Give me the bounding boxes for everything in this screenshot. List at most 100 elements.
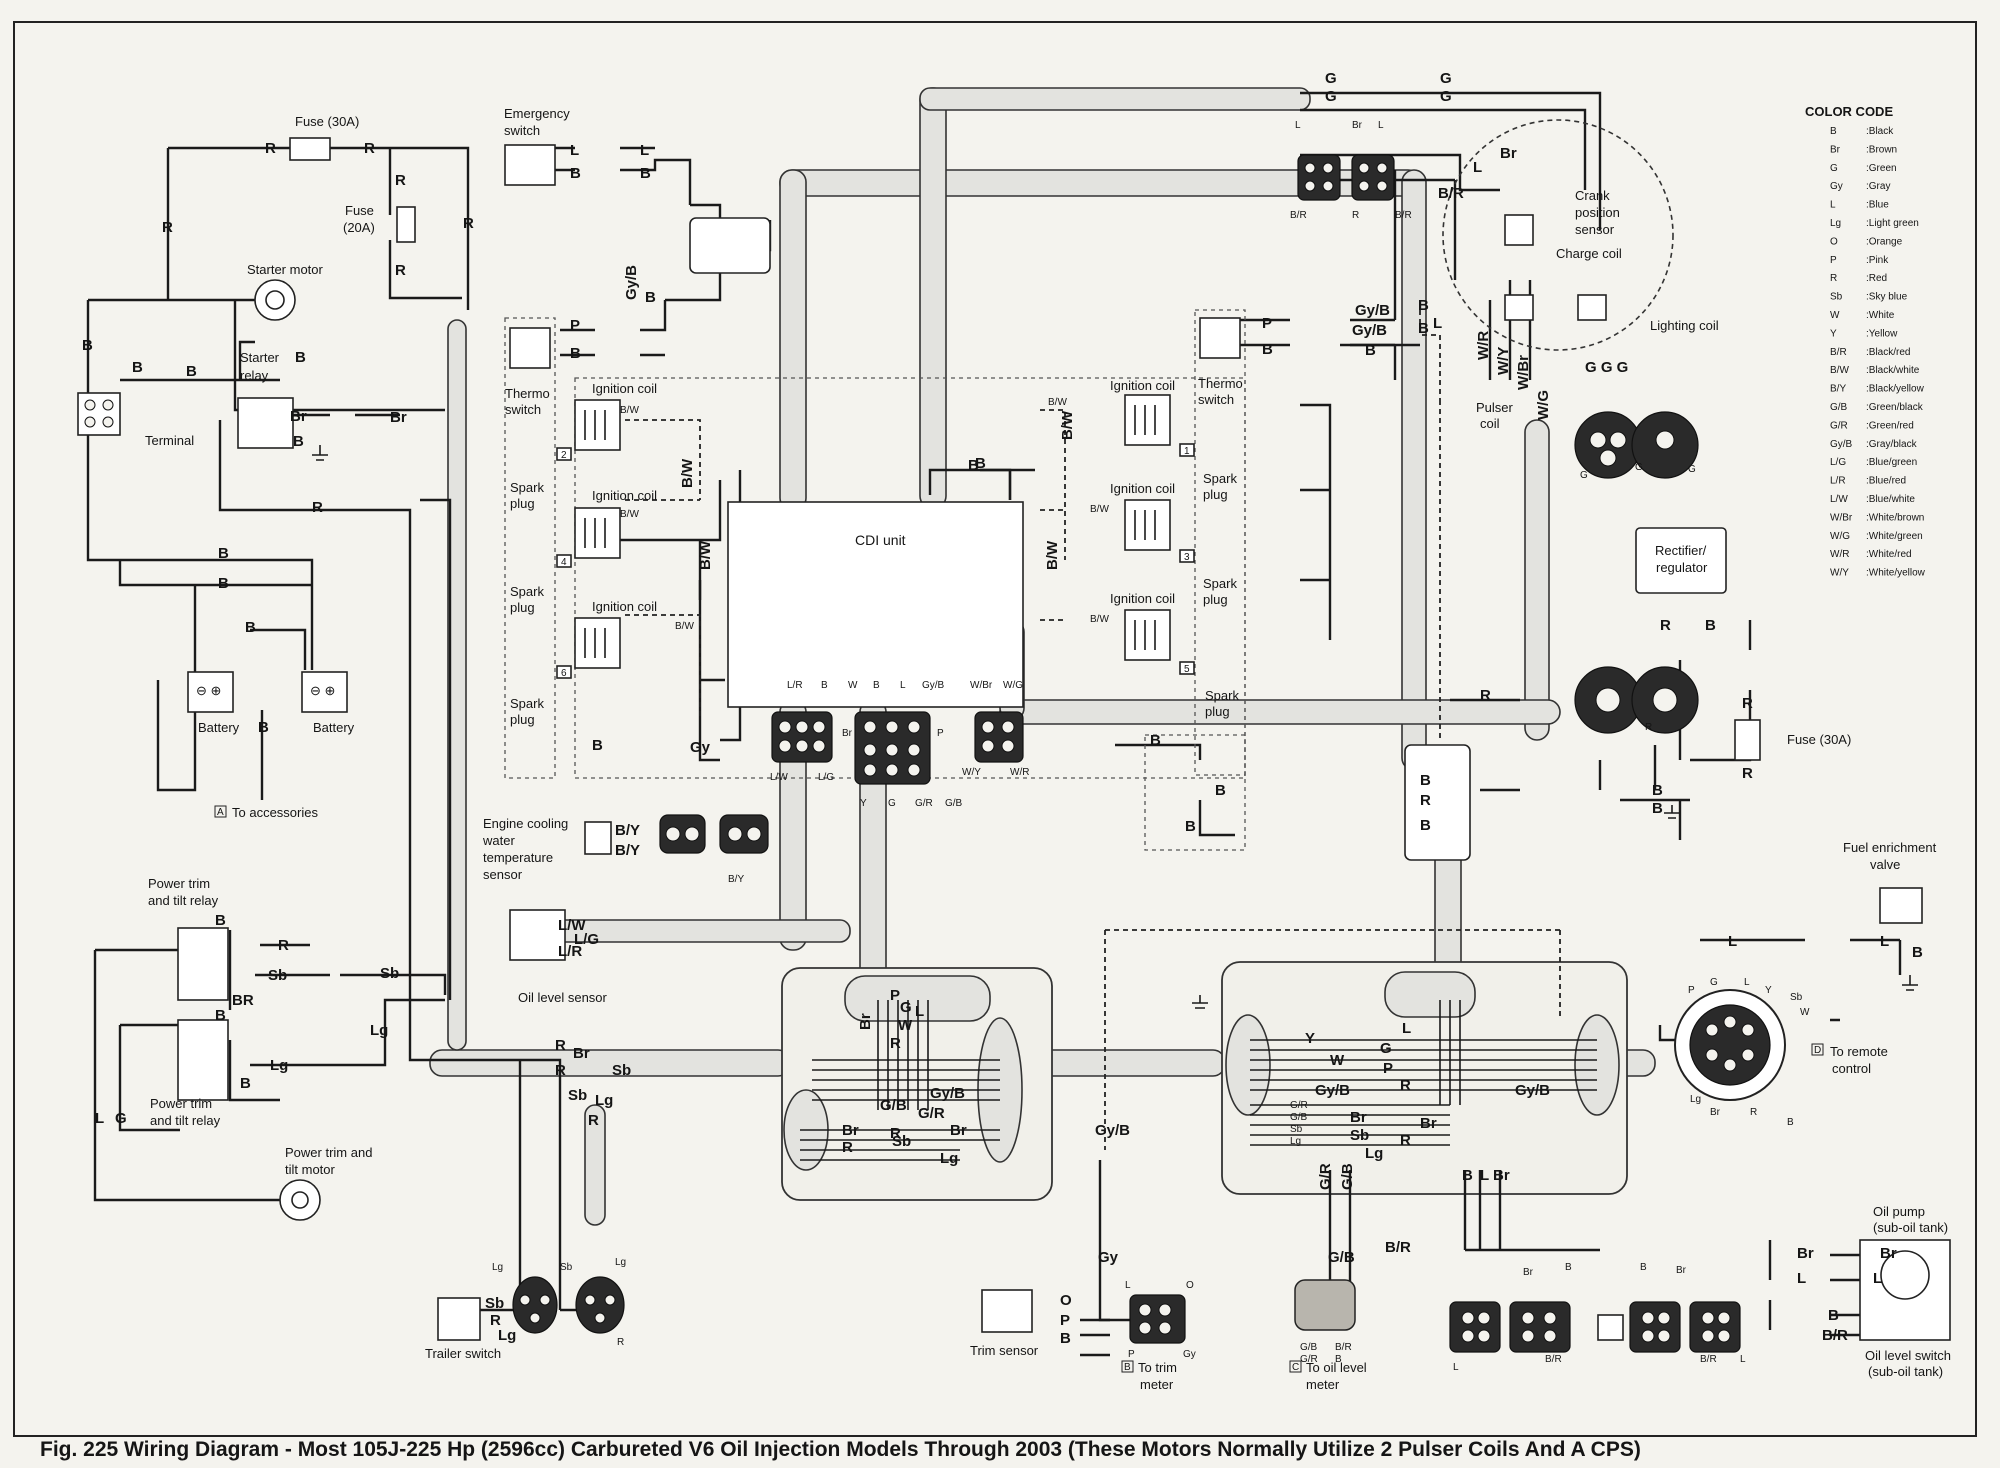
rectifier-label-2: regulator <box>1656 560 1708 575</box>
svg-text:B: B <box>1150 732 1161 749</box>
color-code-abbrev: L/R <box>1830 476 1846 487</box>
spark-plug-left-2b: plug <box>510 600 535 615</box>
thermo-switch-right-icon <box>1199 317 1241 359</box>
svg-text:B: B <box>1060 1330 1071 1347</box>
svg-text:Lg: Lg <box>1365 1145 1383 1162</box>
svg-text:G: G <box>1325 88 1337 105</box>
svg-text:W/Y: W/Y <box>1495 347 1512 375</box>
crank-connector-a <box>1297 154 1341 201</box>
oil-level-sensor-label: Oil level sensor <box>518 990 608 1005</box>
svg-text:Sb: Sb <box>268 967 287 984</box>
svg-text:B: B <box>1124 1362 1131 1373</box>
svg-text:Gy: Gy <box>1183 1349 1196 1360</box>
svg-text:B: B <box>1185 818 1196 835</box>
svg-text:B/W: B/W <box>1090 504 1109 515</box>
trim-meter-connector <box>1129 1294 1186 1344</box>
svg-text:G/R: G/R <box>918 1105 945 1122</box>
svg-text:Y: Y <box>1305 1030 1315 1047</box>
svg-text:R: R <box>842 1139 853 1156</box>
svg-text:R: R <box>555 1062 566 1079</box>
svg-text:L: L <box>1433 315 1442 332</box>
terminal-label: Terminal <box>145 433 194 448</box>
svg-text:R: R <box>1742 765 1753 782</box>
fuel-enrichment-label-1: Fuel enrichment <box>1843 840 1937 855</box>
battery-right-label: Battery <box>313 720 355 735</box>
diagram-frame <box>13 21 1977 1437</box>
svg-text:L/G: L/G <box>574 931 599 948</box>
svg-text:Br: Br <box>1352 120 1363 131</box>
svg-text:G/R: G/R <box>1300 1354 1318 1365</box>
svg-text:Gy/B: Gy/B <box>1352 322 1387 339</box>
lighting-connector-a <box>1574 411 1642 479</box>
ptt-relay-top-icon <box>177 927 229 1001</box>
svg-text:W: W <box>1330 1052 1345 1069</box>
svg-text:B: B <box>1335 1354 1342 1365</box>
spark-plug-right-3b: plug <box>1205 704 1230 719</box>
color-code-legend: COLOR CODE B:BlackBr:BrownG:GreenGy:Gray… <box>1805 104 1926 579</box>
svg-text:Gy/B: Gy/B <box>1355 302 1390 319</box>
color-code-name: :White/green <box>1866 531 1923 542</box>
color-code-name: :Light green <box>1866 218 1919 229</box>
color-code-abbrev: Br <box>1830 144 1841 155</box>
left-thermo-spark-region <box>504 317 556 779</box>
to-remote-label-2: control <box>1832 1061 1871 1076</box>
svg-text:L: L <box>1728 933 1737 950</box>
color-code-name: :Pink <box>1866 255 1889 266</box>
svg-text:Lg: Lg <box>1290 1136 1301 1147</box>
color-code-name: :Blue/green <box>1866 457 1917 468</box>
oil-level-switch-label-2: (sub-oil tank) <box>1868 1364 1943 1379</box>
svg-text:B: B <box>1420 772 1431 789</box>
trim-sensor-icon <box>981 1289 1033 1333</box>
svg-text:R: R <box>162 219 173 236</box>
svg-text:B/W: B/W <box>697 540 714 570</box>
svg-text:Br: Br <box>1500 145 1517 162</box>
spark-plug-left-1a: Spark <box>510 480 544 495</box>
junction-right-wires <box>1250 1000 1597 1146</box>
svg-text:P: P <box>1060 1312 1070 1329</box>
svg-text:Sb: Sb <box>380 965 399 982</box>
color-code-name: :White <box>1866 310 1895 321</box>
fuse-30a-left-label: Fuse (30A) <box>295 114 359 129</box>
ignition-coil-right-2: Ignition coil <box>1110 481 1175 496</box>
oil-connector-c <box>1629 1301 1681 1353</box>
spark-plug-right-2b: plug <box>1203 592 1228 607</box>
svg-text:W/R: W/R <box>1475 331 1492 360</box>
svg-text:B: B <box>1262 341 1273 358</box>
svg-text:R: R <box>1400 1077 1411 1094</box>
color-code-name: :Black/yellow <box>1866 384 1925 395</box>
svg-text:G: G <box>1688 464 1696 475</box>
color-code-abbrev: L/W <box>1830 494 1848 505</box>
svg-text:G: G <box>1440 88 1452 105</box>
fuel-enrichment-label-2: valve <box>1870 857 1900 872</box>
emergency-switch-label-2: switch <box>504 123 540 138</box>
svg-text:L Br: L Br <box>1480 1167 1510 1184</box>
svg-text:P: P <box>570 317 580 334</box>
svg-text:Y: Y <box>860 798 867 809</box>
color-code-abbrev: L/G <box>1830 457 1846 468</box>
svg-text:R: R <box>1352 210 1359 221</box>
oil-level-switch-label-1: Oil level switch <box>1865 1348 1951 1363</box>
crank-label-1: Crank <box>1575 188 1610 203</box>
svg-text:Sb: Sb <box>1350 1127 1369 1144</box>
cdi-unit-box <box>727 501 1024 708</box>
svg-text:B: B <box>1418 320 1429 337</box>
thermo-switch-right-label-2: switch <box>1198 392 1234 407</box>
engine-cooling-label-4: sensor <box>483 867 523 882</box>
svg-text:Lg: Lg <box>615 1257 626 1268</box>
color-code-abbrev: G <box>1830 163 1838 174</box>
svg-text:Br: Br <box>1797 1245 1814 1262</box>
cylinder-number-boxes: 2 4 6 1 3 5 <box>556 443 1195 679</box>
spark-plug-right-1a: Spark <box>1203 471 1237 486</box>
svg-text:R: R <box>395 172 406 189</box>
svg-text:B: B <box>1365 342 1376 359</box>
color-code-name: :Blue/red <box>1866 476 1906 487</box>
svg-text:B/Y: B/Y <box>615 822 640 839</box>
starter-relay-label-2: relay <box>240 368 269 383</box>
svg-text:B/W: B/W <box>620 509 639 520</box>
trim-sensor-label: Trim sensor <box>970 1343 1039 1358</box>
svg-text:R: R <box>265 140 276 157</box>
cdi-unit-label: CDI unit <box>855 532 906 548</box>
color-code-name: :Green/red <box>1866 420 1914 431</box>
svg-text:Br: Br <box>573 1045 590 1062</box>
cyl-2: 2 <box>561 450 567 461</box>
